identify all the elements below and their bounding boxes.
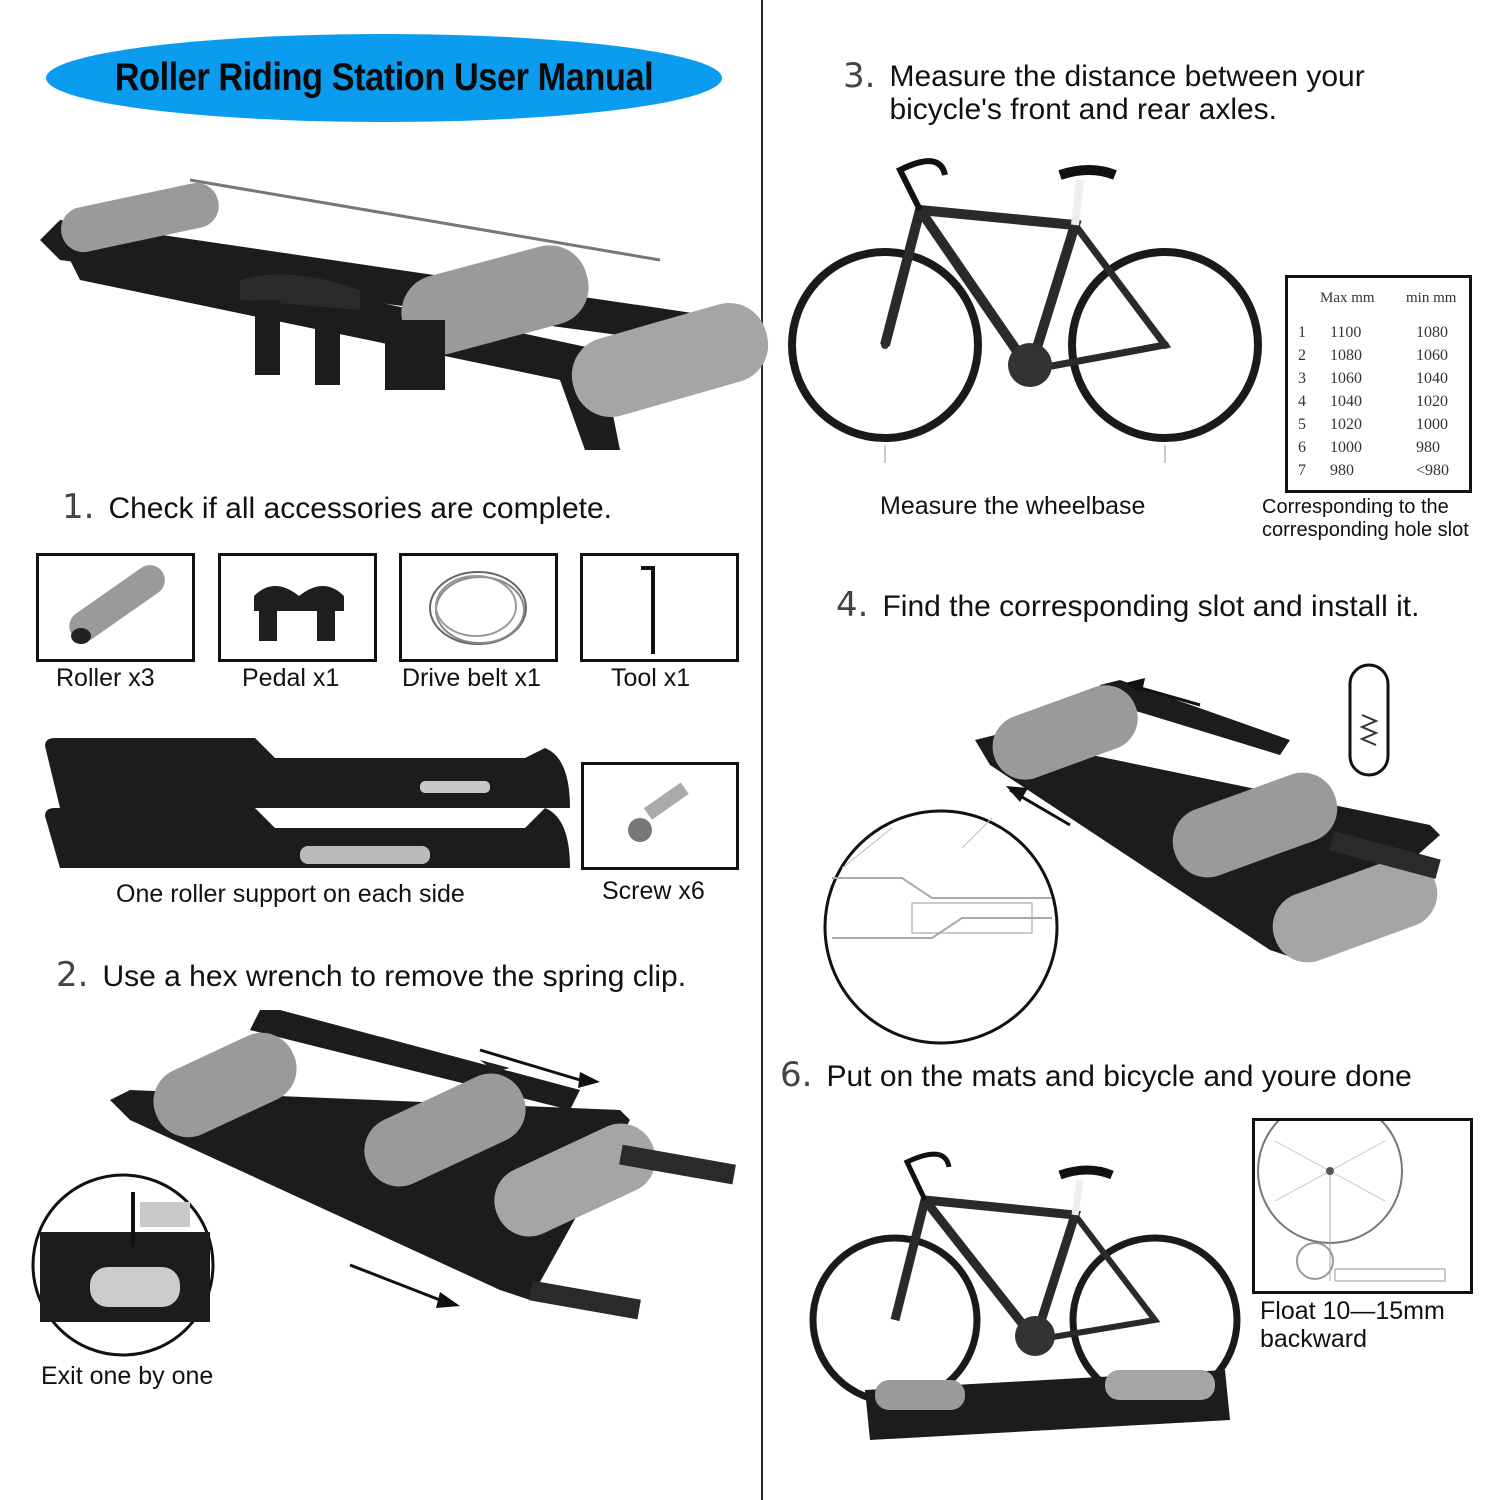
- slot-install-illustration: [975, 663, 1441, 963]
- drive-belt-icon: [429, 571, 527, 645]
- title-banner: Roller Riding Station User Manual: [46, 34, 722, 122]
- step-1: 1. Check if all accessories are complete.: [62, 487, 612, 527]
- support-caption: One roller support on each side: [116, 880, 465, 908]
- step-1-text: Check if all accessories are complete.: [108, 492, 612, 525]
- step-1-number: 1.: [62, 487, 95, 527]
- step-3-line2: bicycle's front and rear axles.: [889, 93, 1278, 126]
- pedal-box: [218, 553, 377, 662]
- roller-box: [36, 553, 195, 662]
- float-caption-line1: Float 10—15mm: [1260, 1297, 1445, 1325]
- step-2: 2. Use a hex wrench to remove the spring …: [56, 955, 686, 995]
- table-header-max: Max mm: [1320, 290, 1375, 306]
- accessory-label-pedal: Pedal x1: [242, 664, 340, 692]
- roller-icon: [69, 565, 165, 644]
- slot-caption: Corresponding to the corresponding hole …: [1262, 496, 1469, 542]
- screw-caption: Screw x6: [602, 877, 705, 905]
- center-divider: [761, 0, 763, 1500]
- table-header-min: min mm: [1406, 290, 1457, 306]
- hex-wrench-icon: [641, 566, 655, 654]
- step-4-number: 4.: [836, 585, 869, 625]
- slot-zoom-circle: [823, 809, 1059, 1045]
- step-2-number: 2.: [56, 955, 89, 995]
- step-4: 4. Find the corresponding slot and instal…: [836, 585, 1419, 625]
- float-caption: Float 10—15mm backward: [1260, 1297, 1445, 1353]
- step-3-line1: Measure the distance between your: [889, 60, 1365, 93]
- pedal-icon: [254, 586, 344, 641]
- roller-support-illustration: [45, 738, 570, 868]
- step-2-text: Use a hex wrench to remove the spring cl…: [102, 960, 687, 993]
- float-caption-line2: backward: [1260, 1325, 1367, 1353]
- spring-clip-zoom-circle: [31, 1173, 215, 1357]
- manual-title: Roller Riding Station User Manual: [114, 56, 654, 99]
- bike-on-trainer-illustration: [809, 1151, 1241, 1440]
- slot-caption-line2: corresponding hole slot: [1262, 519, 1469, 541]
- road-bike-illustration: [788, 158, 1262, 463]
- spring-clip-removal-illustration: [110, 1010, 736, 1320]
- accessory-label-roller: Roller x3: [56, 664, 155, 692]
- slot-caption-line1: Corresponding to the: [1262, 496, 1449, 518]
- wheelbase-caption: Measure the wheelbase: [880, 492, 1146, 520]
- float-detail-box: [1252, 1118, 1473, 1294]
- step-4-text: Find the corresponding slot and install …: [882, 590, 1420, 623]
- accessory-label-tool: Tool x1: [611, 664, 691, 692]
- step-6-text: Put on the mats and bicycle and youre do…: [826, 1060, 1412, 1093]
- drive-belt-box: [399, 553, 558, 662]
- screw-icon: [628, 782, 689, 842]
- step-3-number: 3.: [843, 56, 876, 96]
- step-6-number: 6.: [780, 1055, 813, 1095]
- exit-caption: Exit one by one: [41, 1362, 214, 1390]
- roller-trainer-illustration: [40, 178, 769, 450]
- step-6: 6. Put on the mats and bicycle and youre …: [780, 1055, 1412, 1095]
- screw-box: [581, 762, 739, 870]
- accessory-label-drive-belt: Drive belt x1: [402, 664, 541, 692]
- float-detail-illustration: [1257, 1121, 1446, 1282]
- tool-box: [580, 553, 739, 662]
